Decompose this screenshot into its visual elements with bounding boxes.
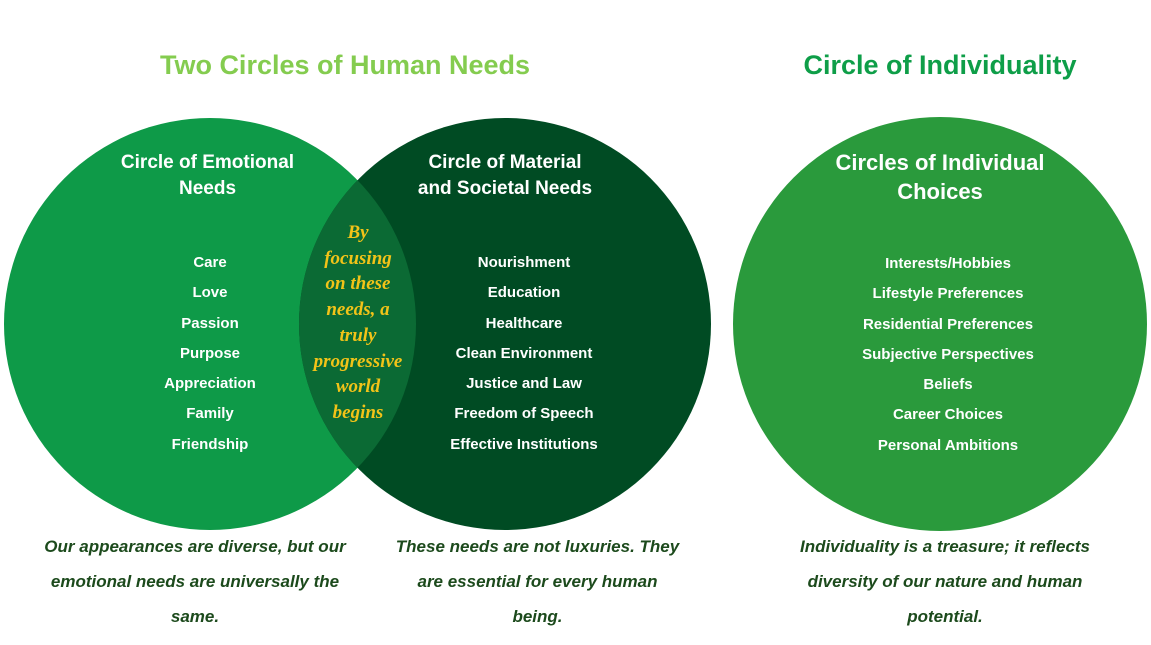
list-item: Subjective Perspectives: [862, 345, 1034, 363]
list-item: Justice and Law: [466, 375, 582, 393]
list-item: Career Choices: [892, 406, 1004, 424]
overlap-message: By focusing on these needs, a truly prog…: [298, 220, 418, 426]
material-needs-circle: [299, 118, 711, 530]
title-line: Circle of Emotional: [120, 152, 295, 173]
title-line: Needs: [178, 178, 237, 199]
caption-line: Individuality is a treasure; it reflects: [799, 537, 1091, 556]
individual-choices-list: Interests/Hobbies Lifestyle Preferences …: [828, 249, 1068, 461]
overlap-line: on these: [325, 273, 391, 295]
individual-choices-circle: [733, 117, 1147, 531]
emotional-needs-list: Care Love Passion Purpose Appreciation F…: [110, 248, 310, 460]
list-item: Lifestyle Preferences: [872, 285, 1024, 303]
list-item: Effective Institutions: [450, 435, 598, 453]
overlap-line: world: [335, 376, 381, 398]
list-item: Beliefs: [923, 376, 973, 394]
overlap-line: needs, a: [326, 299, 390, 321]
caption-line: emotional needs are universally the: [50, 572, 340, 591]
material-caption: These needs are not luxuries. They are e…: [365, 529, 710, 634]
title-line: Circles of Individual: [835, 150, 1045, 175]
list-item: Personal Ambitions: [877, 436, 1019, 454]
overlap-line: focusing: [324, 247, 392, 269]
list-item: Passion: [181, 314, 239, 332]
list-item: Clean Environment: [455, 344, 593, 362]
title-line: Circle of Material: [428, 152, 582, 173]
title-line: and Societal Needs: [417, 178, 593, 199]
overlap-line: progressive: [313, 350, 403, 372]
list-item: Care: [193, 254, 227, 271]
list-item: Friendship: [171, 435, 249, 453]
caption-line: are essential for every human: [417, 572, 658, 591]
list-item: Healthcare: [485, 314, 563, 332]
overlap-line: begins: [332, 401, 384, 423]
individuality-title: Circle of Individuality: [803, 50, 1077, 80]
overlap-line: By: [347, 222, 369, 243]
caption-line: same.: [170, 607, 220, 626]
caption-line: Our appearances are diverse, but our: [44, 537, 346, 556]
list-item: Purpose: [179, 344, 240, 362]
material-needs-list: Nourishment Education Healthcare Clean E…: [424, 248, 624, 460]
overlap-line: truly: [339, 324, 377, 346]
list-item: Interests/Hobbies: [885, 255, 1011, 272]
caption-line: These needs are not luxuries. They: [395, 537, 680, 556]
individual-caption: Individuality is a treasure; it reflects…: [760, 529, 1130, 634]
list-item: Appreciation: [164, 375, 256, 393]
caption-line: diversity of our nature and human: [807, 572, 1083, 591]
list-item: Love: [192, 284, 228, 302]
emotional-needs-circle: [4, 118, 416, 530]
list-item: Freedom of Speech: [454, 405, 594, 423]
list-item: Residential Preferences: [862, 315, 1034, 333]
title-line: Choices: [897, 179, 983, 204]
caption-line: potential.: [907, 607, 983, 626]
emotional-caption: Our appearances are diverse, but our emo…: [0, 529, 390, 634]
list-item: Nourishment: [477, 254, 571, 271]
list-item: Education: [487, 284, 561, 302]
emotional-circle-title: Circle of Emotional Needs: [60, 150, 355, 202]
list-item: Family: [186, 405, 234, 423]
material-circle-title: Circle of Material and Societal Needs: [360, 150, 650, 202]
individual-circle-title: Circles of Individual Choices: [790, 148, 1090, 206]
caption-line: being.: [512, 607, 563, 626]
two-circles-title: Two Circles of Human Needs: [159, 50, 531, 80]
